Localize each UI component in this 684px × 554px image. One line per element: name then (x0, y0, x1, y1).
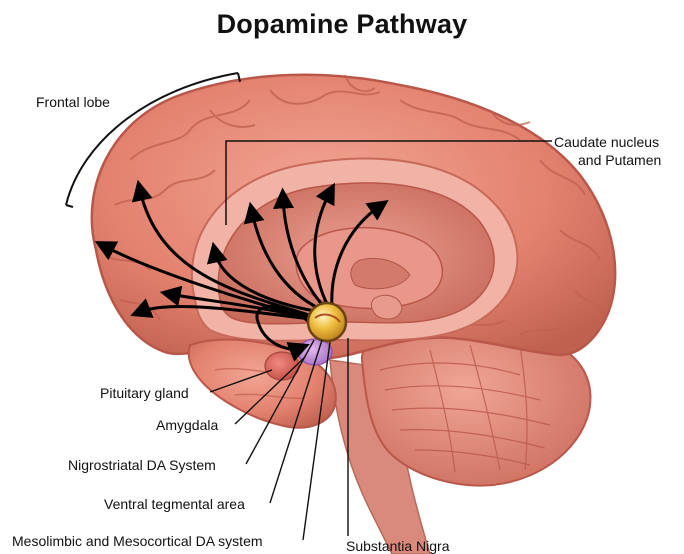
label-amygdala: Amygdala (156, 416, 218, 434)
label-nigrostriatal: Nigrostriatal DA System (68, 456, 216, 474)
label-frontal-lobe: Frontal lobe (36, 93, 110, 111)
label-caudate-line1: Caudate nucleus (554, 133, 659, 151)
label-ventral-tegmental-area: Ventral tegmental area (104, 495, 245, 513)
label-pituitary-gland: Pituitary gland (100, 384, 189, 402)
label-caudate-line2: and Putamen (578, 151, 661, 169)
substantia-nigra-shape (308, 303, 346, 341)
label-substantia-nigra: Substantia Nigra (346, 537, 450, 554)
page-title: Dopamine Pathway (0, 9, 684, 40)
label-mesolimbic-mesocortical: Mesolimbic and Mesocortical DA system (12, 532, 263, 550)
